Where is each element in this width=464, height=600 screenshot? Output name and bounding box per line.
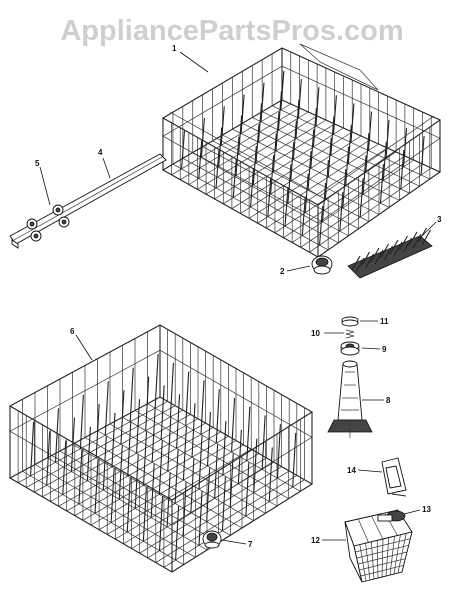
callout-1: 1 [172, 44, 177, 53]
callout-4: 4 [98, 148, 103, 157]
callout-labels: 1 2 3 4 5 6 7 8 9 10 11 12 13 14 [35, 44, 442, 549]
callout-7: 7 [248, 540, 253, 549]
callout-10: 10 [311, 329, 320, 338]
callout-3: 3 [437, 215, 442, 224]
tower-nut [340, 341, 360, 356]
shelf-tine-row [347, 227, 433, 279]
callout-11: 11 [380, 317, 389, 326]
lower-rack-roller [202, 530, 222, 549]
basket-clip [381, 457, 407, 497]
upper-rack [161, 43, 442, 258]
track-rollers [26, 204, 70, 242]
basket-handle [377, 510, 406, 522]
callout-6: 6 [70, 327, 75, 336]
upper-rack-roller [311, 255, 333, 275]
tower-cap [341, 316, 359, 327]
callout-14: 14 [347, 466, 356, 475]
wash-tower [327, 360, 373, 438]
callout-9: 9 [382, 345, 387, 354]
lower-rack [8, 324, 314, 573]
leader-lines [39, 51, 437, 545]
callout-12: 12 [311, 536, 320, 545]
watermark-text: AppliancePartsPros.com [60, 15, 403, 47]
tower-spring [345, 329, 355, 339]
rack-track [9, 153, 167, 249]
callout-5: 5 [35, 159, 40, 168]
callout-13: 13 [422, 505, 431, 514]
callout-8: 8 [386, 396, 391, 405]
callout-2: 2 [280, 267, 285, 276]
